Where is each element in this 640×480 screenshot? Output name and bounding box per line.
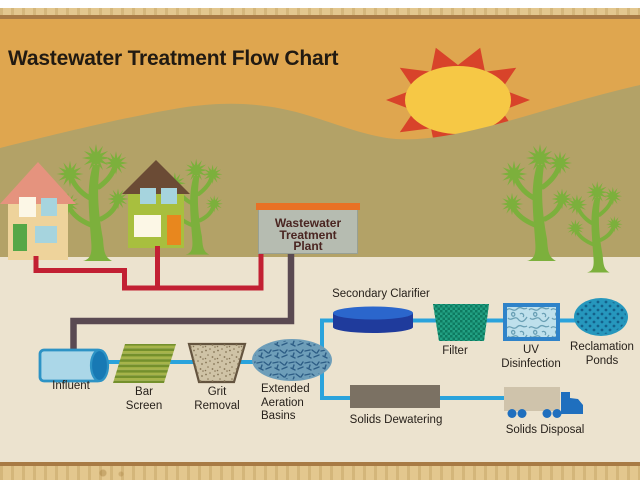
house-left-roof <box>0 162 76 204</box>
top-white-strip <box>0 0 640 8</box>
label-reclamation-ponds: Reclamation Ponds <box>570 341 634 367</box>
label-influent: Influent <box>52 380 90 392</box>
truck-trailer <box>504 387 560 411</box>
bottom-border-line <box>0 462 640 466</box>
sewer-pipe-left <box>33 250 264 291</box>
door <box>13 224 27 251</box>
window <box>161 188 177 204</box>
uv-disinfection-shape <box>503 303 560 341</box>
label-secondary-clarifier: Secondary Clarifier <box>332 288 430 300</box>
grit-removal-shape <box>187 342 247 384</box>
truck-wheels <box>507 409 562 418</box>
house-right <box>122 160 190 248</box>
label-filter: Filter <box>442 345 468 357</box>
door <box>167 215 181 245</box>
top-border-band <box>0 8 640 15</box>
filter-shape <box>433 304 489 341</box>
dewatering-shape <box>350 385 440 408</box>
aeration-basins-shape <box>252 339 332 381</box>
label-aeration-basins: Extended Aeration Basins <box>261 383 310 423</box>
label-solids-disposal: Solids Disposal <box>505 424 585 436</box>
plant-box: Wastewater Treatment Plant <box>258 210 358 254</box>
label-grit-removal: Grit Removal <box>194 386 240 412</box>
sewer-pipes <box>33 246 264 291</box>
window <box>134 215 161 237</box>
bottom-border-band <box>0 466 640 480</box>
window <box>19 197 36 217</box>
truck-cab <box>561 392 583 414</box>
label-bar-screen: Bar Screen <box>125 386 163 412</box>
bar-screen-shape <box>113 344 176 383</box>
plant-box-roof <box>256 203 360 210</box>
house-left <box>0 162 76 260</box>
clarifier-shape <box>333 306 413 333</box>
window <box>35 226 57 243</box>
disposal-truck-icon <box>504 387 583 418</box>
window <box>41 198 57 216</box>
reclamation-ponds-shape <box>574 298 628 336</box>
house-right-roof <box>122 160 190 194</box>
window <box>140 188 156 204</box>
top-border-line <box>0 15 640 19</box>
label-solids-dewatering: Solids Dewatering <box>349 414 443 426</box>
page-title: Wastewater Treatment Flow Chart <box>8 47 339 70</box>
plant-outflow-pipe <box>70 251 295 353</box>
influent-cylinder <box>38 348 110 383</box>
label-uv-disinfection: UV Disinfection <box>501 344 561 370</box>
